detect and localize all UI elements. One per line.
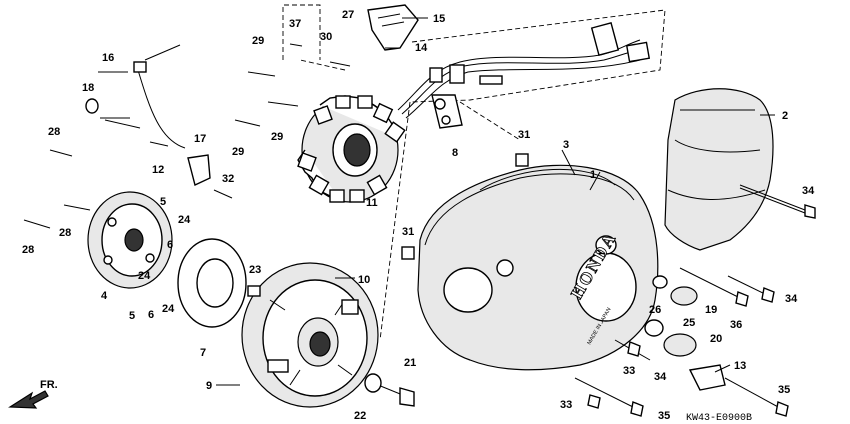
part-label: 9 xyxy=(206,380,212,392)
part-label: 28 xyxy=(59,227,71,239)
flywheel xyxy=(241,262,379,408)
diagram-code: KW43-E0900B xyxy=(686,413,752,424)
part-label: 30 xyxy=(320,31,332,43)
part-label: 5 xyxy=(129,310,135,322)
part-label: 20 xyxy=(710,333,722,345)
part-label: 28 xyxy=(22,244,34,256)
part-label: 19 xyxy=(705,304,717,316)
part-label: 24 xyxy=(162,303,175,315)
part-label: 1 xyxy=(590,169,596,181)
starter-plate xyxy=(177,238,247,328)
part-label: 36 xyxy=(730,319,742,331)
part-label: 3 xyxy=(563,139,569,151)
clamp-bracket xyxy=(688,364,726,391)
gasket xyxy=(479,168,616,191)
part-label: 35 xyxy=(778,384,790,396)
part-label: 24 xyxy=(138,270,151,282)
assembly-outline xyxy=(282,4,666,341)
part-label: 6 xyxy=(148,309,154,321)
part-label: 33 xyxy=(623,365,635,377)
leader-lines xyxy=(98,17,775,386)
caps xyxy=(644,275,698,357)
part-label: 23 xyxy=(249,264,261,276)
bolts xyxy=(23,43,816,417)
part-label: 16 xyxy=(102,52,114,64)
part-label: 13 xyxy=(734,360,746,372)
part-label: 29 xyxy=(271,131,283,143)
part-label: 27 xyxy=(342,9,354,21)
part-labels: 1 2 3 4 5 5 6 6 7 8 9 10 11 12 13 14 15 … xyxy=(22,9,815,422)
part-label: 21 xyxy=(404,357,416,369)
part-label: 31 xyxy=(518,129,530,141)
part-label: 17 xyxy=(194,133,206,145)
part-label: 6 xyxy=(167,239,173,251)
starter-clutch xyxy=(87,191,173,289)
part-label: 4 xyxy=(101,290,108,302)
part-label: 24 xyxy=(178,214,191,226)
part-label: 34 xyxy=(785,293,798,305)
part-label: 26 xyxy=(649,304,661,316)
part-label: 8 xyxy=(452,147,458,159)
direction-label: FR. xyxy=(40,379,58,391)
part-label: 29 xyxy=(232,146,244,158)
part-label: 7 xyxy=(200,347,206,359)
part-label: 25 xyxy=(683,317,695,329)
sprocket-cover xyxy=(664,88,774,251)
part-label: 37 xyxy=(289,18,301,30)
left-crankcase-cover: HONDA MADE IN JAPAN xyxy=(417,164,659,371)
neutral-switch xyxy=(85,44,211,186)
part-label: 32 xyxy=(222,173,234,185)
front-direction-indicator: FR. xyxy=(8,379,58,409)
part-label: 31 xyxy=(402,226,414,238)
part-label: 10 xyxy=(358,274,370,286)
part-label: 14 xyxy=(415,42,428,54)
stator xyxy=(297,95,406,203)
part-label: 11 xyxy=(366,197,378,209)
dowel-pins xyxy=(247,153,529,297)
wire-harness xyxy=(367,4,651,119)
part-label: 34 xyxy=(654,371,667,383)
part-label: 12 xyxy=(152,164,164,176)
part-label: 15 xyxy=(433,13,445,25)
part-label: 28 xyxy=(48,126,60,138)
part-label: 5 xyxy=(160,196,166,208)
part-label: 33 xyxy=(560,399,572,411)
part-label: 35 xyxy=(658,410,670,422)
part-label: 22 xyxy=(354,410,366,422)
part-label: 29 xyxy=(252,35,264,47)
part-label: 34 xyxy=(802,185,815,197)
part-label: 18 xyxy=(82,82,94,94)
pulser-coil xyxy=(431,94,463,129)
part-label: 2 xyxy=(782,110,788,122)
